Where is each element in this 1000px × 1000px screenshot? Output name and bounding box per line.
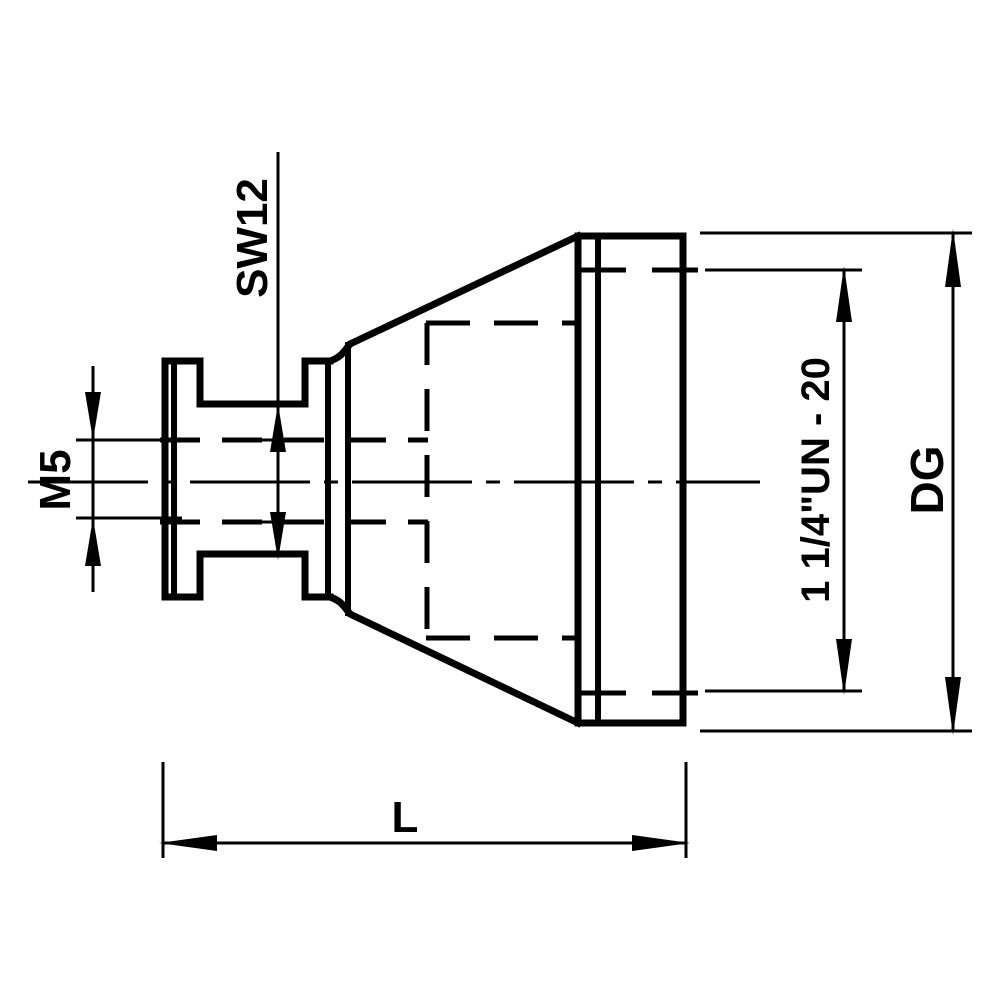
sw12-arrow-down: [270, 512, 286, 560]
dimension-dg: [700, 229, 972, 735]
sw12-label: SW12: [228, 178, 277, 298]
dg-arrow-up: [945, 229, 961, 287]
dg-label: DG: [901, 445, 953, 515]
dg-arrow-down: [945, 677, 961, 735]
un-arrow-down: [836, 639, 852, 695]
un-thread-label: 1 1/4"UN - 20: [794, 357, 838, 603]
cone-upper-slope: [325, 231, 583, 366]
dimension-un-thread: [705, 266, 862, 695]
part-outline: [161, 231, 687, 728]
un-arrow-up: [836, 266, 852, 322]
dimension-sw12: [256, 152, 300, 560]
dimension-m5: [76, 366, 182, 592]
part-interior-faces: [171, 237, 601, 722]
dimension-l-length: [159, 762, 690, 858]
sw12-arrow-up: [270, 404, 286, 452]
flange-upper-profile: [161, 357, 334, 486]
flange-lower-profile: [161, 478, 334, 601]
m5-arrow-down: [85, 392, 101, 440]
l-length-label: L: [391, 793, 419, 842]
l-arrow-left: [159, 835, 217, 851]
m5-arrow-up: [85, 518, 101, 566]
cone-lower-slope: [325, 592, 583, 728]
l-arrow-right: [632, 835, 690, 851]
m5-label: M5: [31, 449, 80, 511]
